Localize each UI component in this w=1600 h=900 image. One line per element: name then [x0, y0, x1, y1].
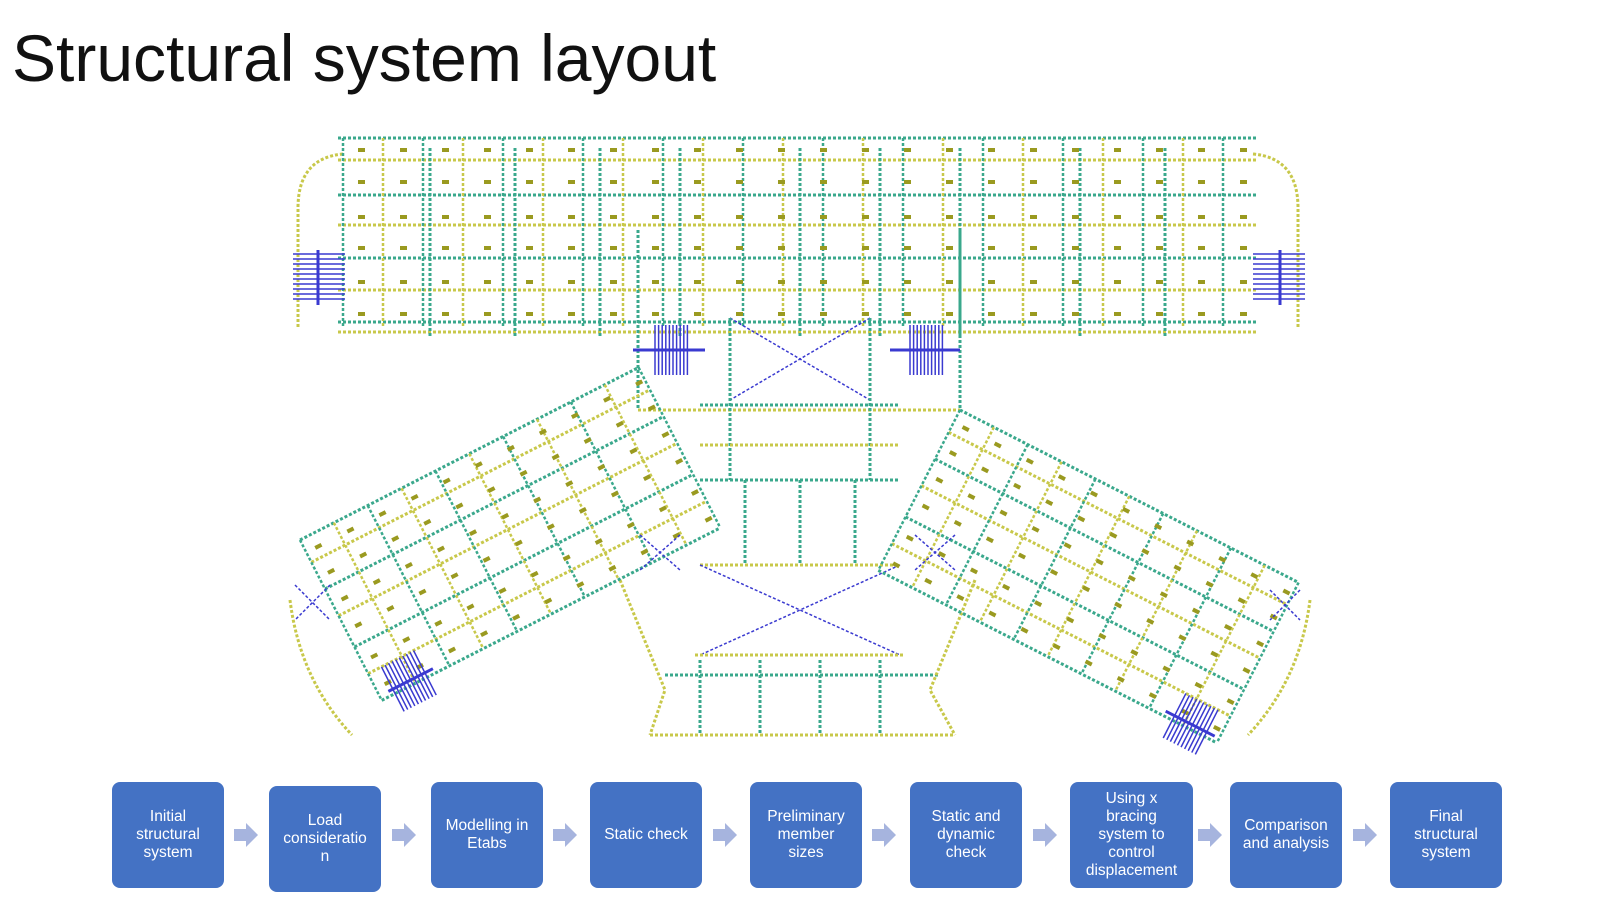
step-initial-structural-system[interactable]: Initial structural system: [112, 782, 224, 888]
right-arrow-icon: [1033, 823, 1057, 847]
step-label: Static and dynamic check: [931, 808, 1001, 861]
step-static-check[interactable]: Static check: [590, 782, 702, 888]
step-label: Static check: [604, 826, 688, 843]
step-label: Initial structural system: [136, 808, 200, 861]
step-label: Final structural system: [1414, 808, 1478, 861]
step-label: Comparison and analysis: [1242, 817, 1330, 852]
step-modelling-in-etabs[interactable]: Modelling in Etabs: [431, 782, 543, 888]
right-arrow-icon: [1353, 823, 1377, 847]
right-arrow-icon: [392, 823, 416, 847]
step-label: Load consideratio n: [283, 812, 367, 865]
step-preliminary-member-sizes[interactable]: Preliminary member sizes: [750, 782, 862, 888]
step-using-x-bracing-system[interactable]: Using x bracing system to control displa…: [1070, 782, 1193, 888]
step-static-and-dynamic-check[interactable]: Static and dynamic check: [910, 782, 1022, 888]
step-final-structural-system[interactable]: Final structural system: [1390, 782, 1502, 888]
step-label: Using x bracing system to control displa…: [1085, 790, 1178, 879]
slide-title: Structural system layout: [12, 21, 717, 95]
right-arrow-icon: [713, 823, 737, 847]
step-comparison-and-analysis[interactable]: Comparison and analysis: [1230, 782, 1342, 888]
right-arrow-icon: [553, 823, 577, 847]
right-arrow-icon: [872, 823, 896, 847]
right-arrow-icon: [1198, 823, 1222, 847]
step-label: Preliminary member sizes: [767, 808, 845, 861]
floor-plan-drawing: [288, 136, 1312, 755]
right-arrow-icon: [234, 823, 258, 847]
step-label: Modelling in Etabs: [445, 817, 529, 852]
step-load-consideration[interactable]: Load consideratio n: [269, 786, 381, 892]
